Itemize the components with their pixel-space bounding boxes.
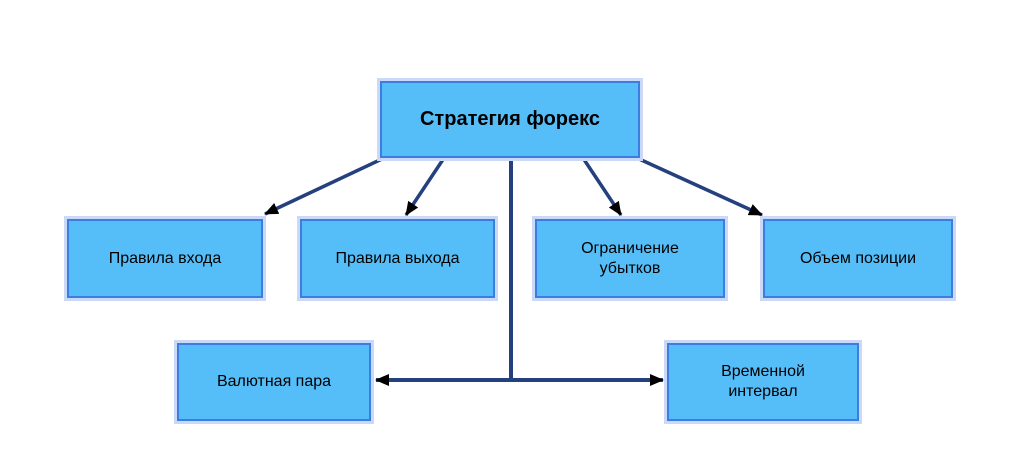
node-loss-limit-label: Ограничение убытков <box>581 239 679 277</box>
node-position-size: Объем позиции <box>763 219 953 298</box>
connector-strategy-position-size <box>636 156 763 217</box>
connector-strategy-exit-rules <box>404 157 446 216</box>
node-currency-pair: Валютная пара <box>177 343 371 421</box>
node-entry-rules: Правила входа <box>67 219 263 298</box>
connector-strategy-loss-limit <box>581 157 623 216</box>
node-currency-pair-label: Валютная пара <box>216 373 332 390</box>
node-strategy: Стратегия форекс <box>380 81 640 158</box>
node-position-size-label: Объем позиции <box>799 249 917 267</box>
node-entry-rules-label: Правила входа <box>108 249 222 267</box>
node-exit-rules-label: Правила выхода <box>335 249 460 267</box>
node-time-interval: Временной интервал <box>667 343 859 421</box>
connector-strategy-entry-rules <box>264 156 385 216</box>
node-exit-rules: Правила выхода <box>300 219 495 298</box>
node-time-interval-label: Временной интервал <box>721 363 805 400</box>
node-loss-limit: Ограничение убытков <box>535 219 725 298</box>
node-strategy-label: Стратегия форекс <box>419 108 600 130</box>
